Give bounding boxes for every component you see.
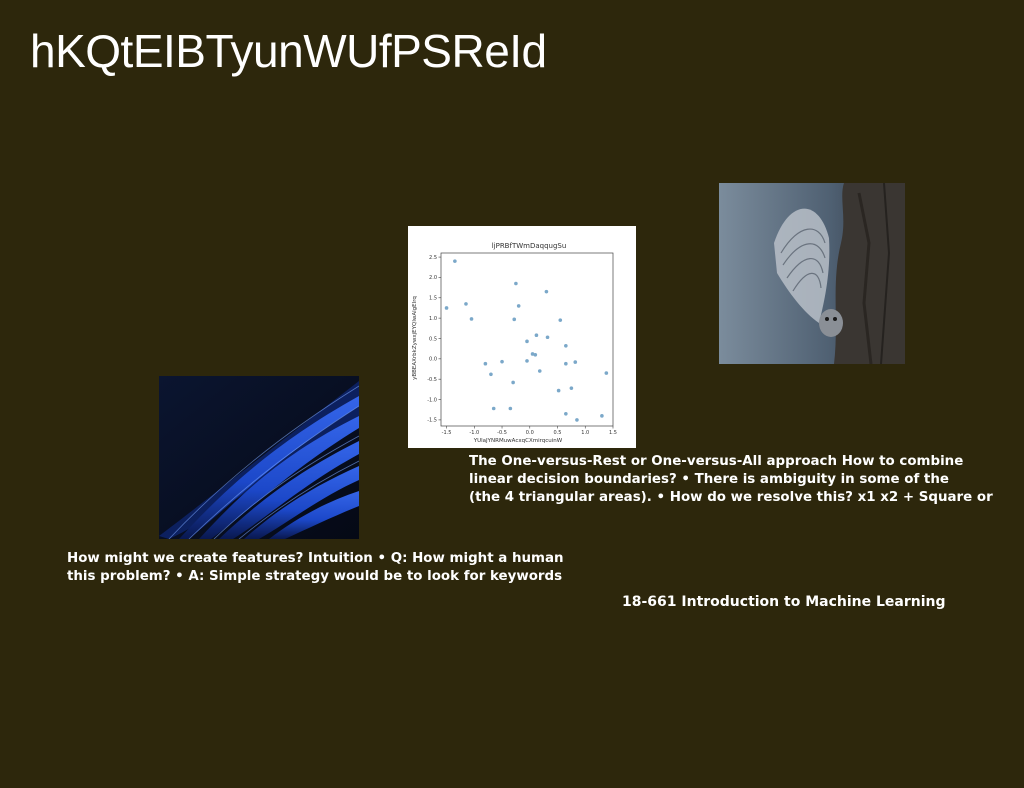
course-footer: 18-661 Introduction to Machine Learning xyxy=(622,594,946,610)
y-tick-label: 2.5 xyxy=(429,255,437,261)
slide-title: hKQtEIBTyunWUfPSReId xyxy=(30,25,547,77)
plot-area xyxy=(440,252,614,427)
scatter-point xyxy=(514,281,518,286)
scatter-point xyxy=(544,289,549,294)
y-tick-label: 1.5 xyxy=(429,296,437,302)
text-line: linear decision boundaries? • There is a… xyxy=(469,472,949,487)
text-line: How might we create features? Intuition … xyxy=(67,551,564,566)
y-tick-label: 0.5 xyxy=(429,336,437,342)
scatter-point xyxy=(534,333,539,338)
y-tick-label: -1.5 xyxy=(427,418,437,424)
text-line: this problem? • A: Simple strategy would… xyxy=(67,569,563,584)
scatter-point xyxy=(508,406,513,411)
scatter-point xyxy=(530,352,535,356)
y-tick-label: -0.5 xyxy=(427,377,437,383)
x-tick-label: 1.0 xyxy=(581,430,589,436)
scatter-point xyxy=(483,361,488,366)
scatter-point xyxy=(575,418,579,422)
one-versus-rest-text: The One-versus-Rest or One-versus-All ap… xyxy=(469,453,993,507)
scatter-point xyxy=(469,317,474,321)
y-axis-label: yBBEAXrbkZywxjEYQlwAlgEIrq xyxy=(412,296,418,380)
text-line: (the 4 triangular areas). • How do we re… xyxy=(469,490,993,505)
scatter-point xyxy=(464,302,468,306)
x-tick-label: 0.0 xyxy=(526,430,534,436)
x-tick-label: -1.0 xyxy=(469,430,479,436)
text-line: The One-versus-Rest or One-versus-All ap… xyxy=(469,454,964,469)
scatter-point xyxy=(511,380,515,385)
x-tick-label: -1.5 xyxy=(442,430,452,436)
y-tick-label: -1.0 xyxy=(427,397,437,403)
scatter-point xyxy=(564,411,568,416)
scatter-point xyxy=(545,335,550,340)
owl-photo-image xyxy=(719,183,905,364)
scatter-point xyxy=(604,371,609,375)
x-tick-label: 1.5 xyxy=(609,430,617,436)
scatter-point xyxy=(564,361,568,366)
scatter-point xyxy=(525,339,529,344)
y-tick-label: 2.0 xyxy=(429,275,437,281)
scatter-point xyxy=(489,372,493,377)
scatter-point xyxy=(556,388,561,393)
chart-title: ljPRBfTWmDaqqugSu xyxy=(492,242,567,250)
scatter-point xyxy=(537,369,542,373)
scatter-point xyxy=(525,359,529,363)
scatter-point xyxy=(569,386,574,390)
scatter-point xyxy=(600,414,604,418)
scatter-point xyxy=(564,344,568,348)
scatter-point xyxy=(453,259,457,263)
scatter-point xyxy=(558,318,563,322)
scatter-chart-image: ljPRBfTWmDaqqugSu -1.5 -1.0 -0.5 0.0 0.5 1.0 1… xyxy=(408,226,636,448)
abstract-blue-waves-image xyxy=(159,376,359,539)
scatter-point xyxy=(533,352,538,357)
scatter-point xyxy=(512,317,517,322)
features-text: How might we create features? Intuition … xyxy=(67,550,564,586)
scatter-point xyxy=(500,359,504,364)
x-axis-label: YUlaJYNRMuwAcxqCXmirqcuinW xyxy=(473,438,563,444)
scatter-point xyxy=(491,406,496,411)
y-tick-label: 1.0 xyxy=(429,316,437,322)
x-tick-label: 0.5 xyxy=(554,430,562,436)
scatter-plot: ljPRBfTWmDaqqugSu -1.5 -1.0 -0.5 0.0 0.5 1.0 1… xyxy=(408,226,636,448)
y-tick-label: 0.0 xyxy=(429,357,437,363)
scatter-point xyxy=(573,360,578,364)
x-tick-label: -0.5 xyxy=(497,430,507,436)
scatter-point xyxy=(444,306,449,310)
scatter-point xyxy=(516,304,521,308)
